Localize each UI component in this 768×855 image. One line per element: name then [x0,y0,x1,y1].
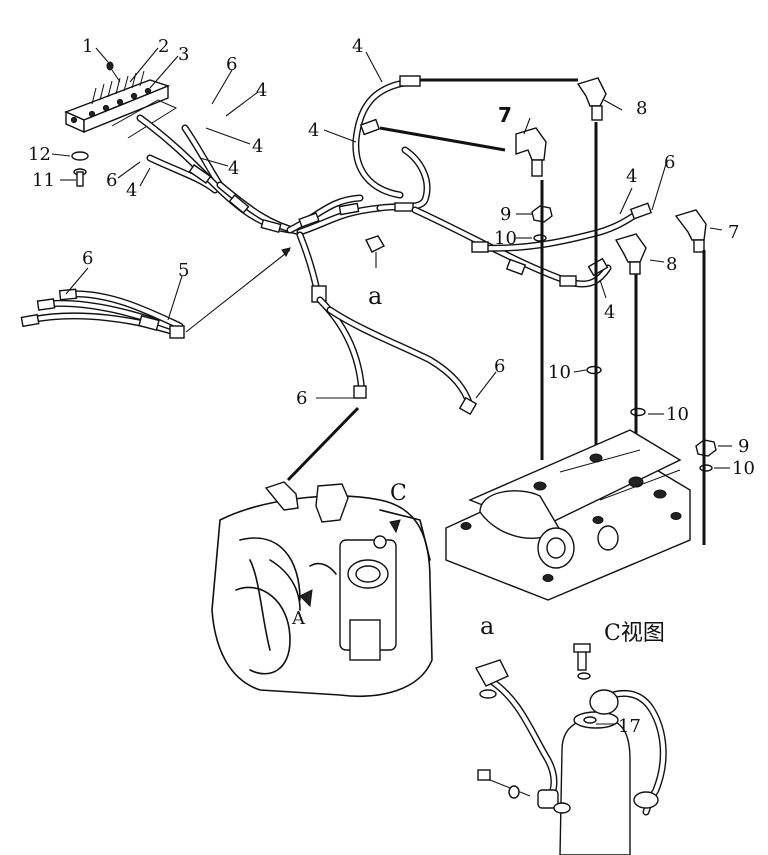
label-part-9-a: 9 [500,204,511,225]
label-part-11: 11 [32,170,55,191]
label-part-7-a: 7 [498,103,512,127]
bolt-11 [71,151,89,187]
washer-10-d [699,464,713,472]
washer-10-c [630,407,646,417]
elbow-7-right [674,209,707,253]
label-part-10-c: 10 [666,404,689,425]
label-part-8-a: 8 [636,98,647,119]
label-view-c-title: C视图 [604,621,665,646]
label-part-4-h: 4 [604,302,615,323]
label-part-6-b: 6 [106,170,117,191]
label-part-7-b: 7 [728,222,739,243]
label-part-2: 2 [158,36,169,57]
elbow-8-top [576,77,607,121]
label-part-12: 12 [28,144,51,165]
nut-9-right [695,439,717,457]
hose-harness [20,114,478,416]
label-part-4-f: 4 [126,180,137,201]
label-part-3: 3 [178,44,189,65]
label-part-4-a: 4 [352,36,363,57]
label-part-10-b: 10 [548,362,571,383]
label-part-10-d: 10 [732,458,755,479]
label-part-4-b: 4 [256,80,267,101]
washer-10-b [586,365,602,375]
c-view [474,643,667,855]
label-part-4-d: 4 [252,136,263,157]
label-part-10-a: 10 [494,228,517,249]
elbow-8-right [614,233,647,275]
label-part-6-d: 6 [664,152,675,173]
label-part-6-f: 6 [494,356,505,377]
label-part-6-c: 6 [82,248,93,269]
label-part-6-a: 6 [226,54,237,75]
elbow-7-top [515,127,547,177]
label-part-5: 5 [178,260,189,281]
label-part-17: 17 [618,716,641,737]
label-part-9-b: 9 [738,436,749,457]
label-part-1: 1 [82,36,93,57]
washer-10-a [533,234,547,242]
label-letter-a-top: a [368,282,382,310]
label-letter-a-bottom: a [480,612,494,640]
part-labels: 1 2 3 4 4 4 4 4 4 4 4 5 6 6 6 6 6 6 7 7 … [28,36,755,737]
label-part-4-g: 4 [626,166,637,187]
label-part-6-e: 6 [296,388,307,409]
leader-lines [51,47,732,725]
label-arrow-a: A [291,608,306,629]
engine-assembly [211,406,433,698]
valve-body [445,429,691,601]
label-part-8-b: 8 [666,254,677,275]
label-part-4-e: 4 [228,158,239,179]
label-part-4-c: 4 [308,120,319,141]
label-view-c: C [390,481,407,506]
junction-block [64,61,178,139]
